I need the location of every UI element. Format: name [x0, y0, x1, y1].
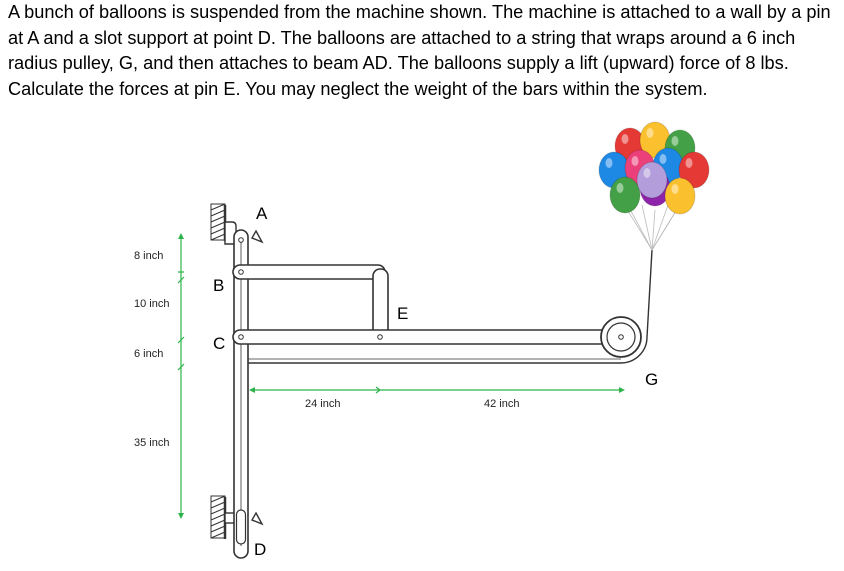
string [248, 249, 653, 364]
dim-42-inch: 42 inch [484, 398, 519, 410]
pin-e [377, 334, 383, 340]
pulley-g [600, 316, 642, 358]
label-g: G [645, 370, 658, 389]
label-e: E [397, 304, 408, 323]
balloon-bunch [598, 121, 710, 215]
balloon [678, 151, 710, 189]
balloon-highlight [685, 158, 693, 168]
dim-6-inch: 6 inch [134, 348, 163, 360]
balloon-highlight [646, 128, 654, 138]
balloon-highlight [643, 168, 651, 178]
balloon-highlight [631, 156, 639, 166]
balloon-highlight [621, 134, 629, 144]
balloon [664, 177, 696, 215]
balloon [609, 176, 641, 214]
dim-24-inch: 24 inch [305, 398, 340, 410]
dim-10-inch: 10 inch [134, 298, 169, 310]
pin-c [238, 334, 244, 340]
problem-statement: A bunch of balloons is suspended from th… [8, 2, 831, 99]
wall-support-d [210, 495, 227, 539]
balloon-highlight [605, 158, 613, 168]
wall-support-a [210, 203, 227, 241]
bar-be [232, 264, 386, 280]
balloon-highlight [616, 183, 624, 193]
balloon [636, 161, 668, 199]
balloon-highlight [671, 184, 679, 194]
label-c: C [213, 334, 225, 353]
bar-cg [232, 329, 626, 345]
dim-8-inch: 8 inch [134, 250, 163, 262]
pin-a [238, 237, 244, 243]
label-d: D [254, 540, 266, 559]
horizontal-dimension [249, 386, 625, 394]
balloon-highlight [671, 136, 679, 146]
label-a: A [256, 204, 268, 223]
vertical-dimension [177, 233, 185, 519]
pin-b [238, 269, 244, 275]
balloon-highlight [659, 154, 667, 164]
slot-d [235, 509, 247, 545]
dim-35-inch: 35 inch [134, 437, 169, 449]
label-b: B [213, 276, 224, 295]
